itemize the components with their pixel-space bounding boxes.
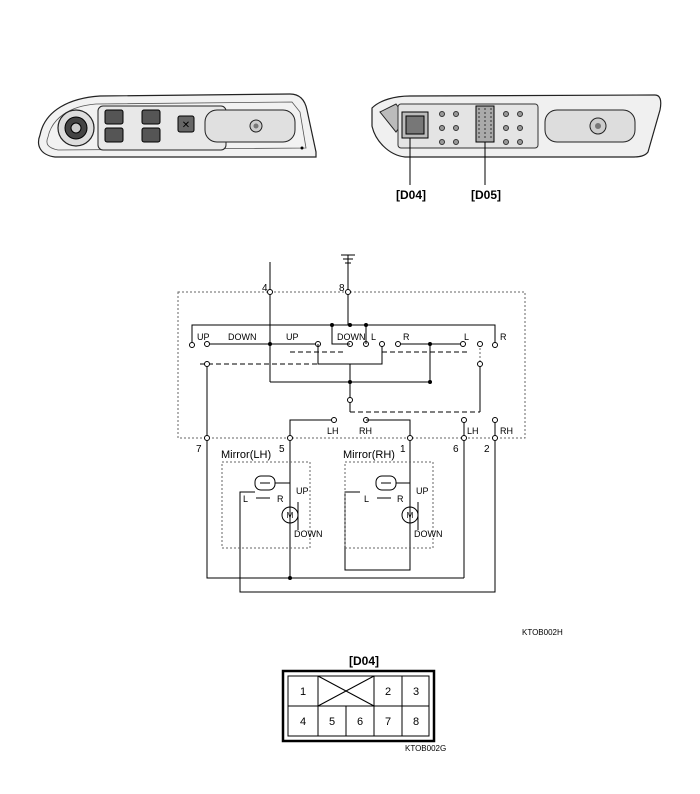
pin-label-7: 7 [196, 444, 202, 455]
pin-cell-8: 8 [413, 716, 419, 728]
pin-cell-1: 1 [300, 686, 306, 698]
pin-cell-3: 3 [413, 686, 419, 698]
switch-label-rh-mid: RH [359, 426, 372, 436]
switch-label-up-left: UP [197, 332, 210, 342]
mirror-rh-down: DOWN [414, 529, 443, 539]
switch-label-l-mid: L [371, 332, 376, 342]
mirror-rh-up: UP [416, 486, 429, 496]
connector-label-d05: [D05] [471, 188, 501, 202]
pin-cell-4: 4 [300, 716, 306, 728]
switch-label-up-mid: UP [286, 332, 299, 342]
connector-d04-face [281, 669, 436, 743]
switch-label-lh-right: LH [467, 426, 479, 436]
mirror-lh-l: L [243, 494, 248, 504]
switch-contacts-top [189, 324, 498, 380]
switch-label-lh-mid: LH [327, 426, 339, 436]
mirror-lh-up: UP [296, 486, 309, 496]
mirror-rh-l: L [364, 494, 369, 504]
harness-wires [206, 441, 496, 593]
lh-rh-selector [206, 364, 498, 438]
mirror-rh-motor: M [407, 511, 414, 520]
mirror-lh-down: DOWN [294, 529, 323, 539]
switch-panel-rear-illustration [371, 94, 662, 185]
pin8-circuit [330, 289, 368, 327]
pin-cell-6: 6 [357, 716, 363, 728]
switch-housing-outline [177, 291, 526, 439]
mirror-rh-title: Mirror(RH) [343, 449, 395, 461]
switch-label-down-mid: DOWN [337, 332, 366, 342]
mirror-rh-r: R [397, 494, 404, 504]
switch-label-rh-right: RH [500, 426, 513, 436]
switch-label-r-right: R [500, 332, 507, 342]
pin-label-2: 2 [484, 444, 490, 455]
figure-code-connector: KTOB002G [405, 744, 446, 753]
bottom-pins [204, 435, 498, 441]
connector-table-title: [D04] [349, 654, 379, 668]
figure-code-wiring: KTOB002H [522, 628, 563, 637]
switch-label-l-right: L [464, 332, 469, 342]
svg-text:✕: ✕ [182, 120, 190, 131]
ground-symbol [341, 254, 355, 292]
mirror-lh-r: R [277, 494, 284, 504]
pin-cell-2: 2 [385, 686, 391, 698]
switch-panel-front-illustration: ✕ [37, 93, 317, 158]
mirror-rh-unit [344, 461, 434, 549]
pin-cell-5: 5 [329, 716, 335, 728]
pin-cell-7: 7 [385, 716, 391, 728]
mirror-lh-title: Mirror(LH) [221, 449, 271, 461]
mirror-lh-motor: M [287, 511, 294, 520]
mirror-lh-unit [221, 461, 311, 549]
pin-label-5: 5 [279, 444, 285, 455]
pin-label-1: 1 [400, 444, 406, 455]
pin-label-6: 6 [453, 444, 459, 455]
pin-label-4: 4 [262, 283, 268, 294]
switch-label-down-left: DOWN [228, 332, 257, 342]
pin-label-8: 8 [339, 283, 345, 294]
connector-label-d04: [D04] [396, 188, 426, 202]
switch-label-r-mid: R [403, 332, 410, 342]
